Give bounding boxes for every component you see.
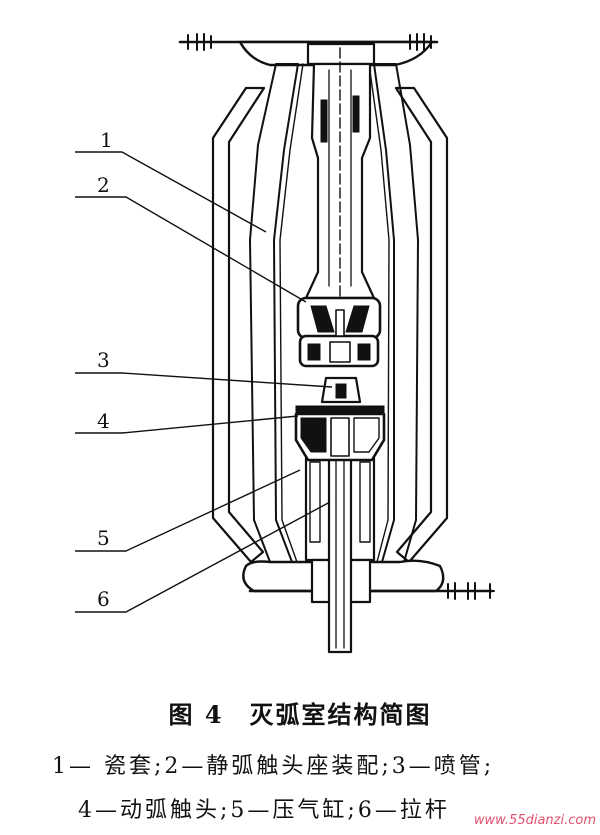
static-contact-rod (304, 42, 376, 300)
legend-line-2: 4—动弧触头;5—压气缸;6—拉杆 (78, 798, 450, 823)
part-label-6: 6 (97, 587, 110, 611)
nozzle (320, 376, 362, 404)
bottom-right-bolt-icon (447, 582, 495, 600)
watermark: www.55dianzi.com (473, 813, 596, 828)
arc-chamber-diagram: 1 2 3 4 5 6 (75, 33, 495, 654)
figure-caption: 图 4 灭弧室结构简图 (168, 700, 432, 729)
legend-line-1: 1— 瓷套;2—静弧触头座装配;3—喷管; (52, 754, 495, 779)
outer-shield-left (211, 86, 266, 564)
bottom-flange (242, 558, 495, 604)
static-arc-contact-seat (296, 296, 382, 368)
part-label-3: 3 (97, 348, 110, 372)
outer-shield-right (394, 86, 449, 564)
part-label-2: 2 (97, 173, 110, 197)
top-right-bolt-icon (409, 33, 432, 51)
leader-line-3 (75, 372, 333, 388)
leader-line-6 (75, 501, 331, 613)
pull-rod (327, 428, 353, 654)
leader-line-1 (75, 151, 267, 233)
moving-arc-contact (294, 405, 386, 462)
top-left-bolt-icon (183, 33, 212, 51)
porcelain-wall-left (249, 63, 299, 563)
leader-line-4 (75, 415, 299, 434)
part-label-5: 5 (97, 526, 110, 550)
leader-line-2 (75, 196, 307, 303)
part-label-4: 4 (97, 409, 110, 433)
part-label-1: 1 (100, 128, 113, 152)
leader-line-5 (75, 469, 301, 552)
